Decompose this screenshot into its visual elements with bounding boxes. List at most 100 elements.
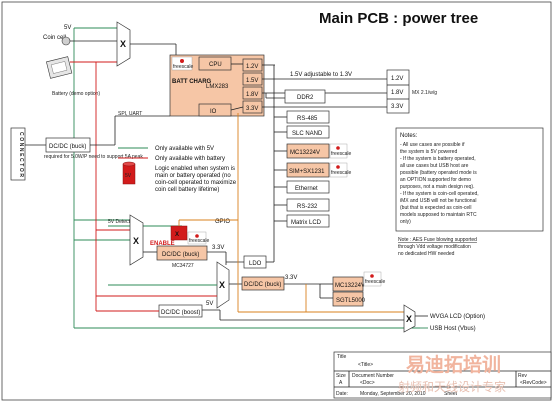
mc13224-top-label: MC13224V [290,150,320,156]
notes-heading: Notes: [400,133,418,139]
rail-1v8-label: 1.8V [246,92,258,98]
title-block-doc-value: <Doc> [360,380,375,386]
battery-label: Battery (demo option) [52,91,100,97]
ethernet-label: Ethernet [295,186,318,192]
enable-label: ENABLE [150,241,175,247]
mux-low-symbol: X [219,280,225,290]
title-block-title-value: <Title> [358,362,373,368]
ldo-label: LDO [249,261,262,267]
notes-line-2: the system is 5V powered [400,149,457,155]
dcdc-buck-connector-label: DC/DC (buck) [49,144,86,150]
buck-low-voltage: 3.3V [285,275,297,281]
source-mux-mid [129,214,144,266]
sim-sx1231-label: SIM+SX1231 [289,169,325,175]
note2-line-2: through Vdd voltage modification [398,244,471,250]
slc-nand-label: SLC NAND [292,131,323,137]
enable-ic-label: MC34727 [172,263,194,269]
mx-block [386,69,410,114]
mux-wvga-symbol: X [406,314,412,324]
ddr2-label: DDR2 [297,95,314,101]
dcdc-buck-low [241,276,285,291]
pmic-cpu-label: CPU [209,62,222,68]
rs485-label: RS-485 [297,116,318,122]
legend-green-text: Only available with 5V [155,146,214,152]
sim-sx1231-block [286,162,330,178]
title-block-size-label: Size [336,373,346,379]
matrix-lcd-label: Matrix LCD [291,220,322,226]
mc13224-low-label: MC13224V [335,283,365,289]
note2-line-1: Note : AES Fuse blowing supported [398,237,477,243]
ddr2-block [284,89,326,104]
coin-cell-label: Coin cell [43,35,66,41]
battery-cylinder-text: 5V [125,173,132,179]
legend-orange-text-line: coin cell battery lifetime) [155,187,219,193]
sgtl5000-block [332,291,364,307]
notes-line-4: all use cases but USB host are [400,163,469,169]
peripheral-list: RS-485 SLC NAND MC13224V freescale SIM+S… [274,110,352,228]
sim-sx1231-badge [329,162,348,178]
pmic-io-label: IO [210,109,217,115]
title-block-frame [333,351,552,399]
mc13224-top-brand: freescale [331,151,352,157]
title-block-doc-label: Document Number [352,373,394,379]
pmic-name: LMX283 [206,84,229,90]
gpio-label: GPIO [215,219,230,225]
legend-orange-text-line: coin-cell operated to maximize [155,180,237,186]
note2-line-3: no dedicated HW needed [398,251,455,257]
sgtl5000-label: SGTL5000 [336,298,366,304]
title-block-rev-label: Rev [518,373,527,379]
batt-charg-label: BATT CHARG [172,79,212,85]
notes-line-1: - All use cases are possible if [400,142,465,148]
watermark-line-1: 易迪拓培训 [406,353,501,376]
rs232-block [286,198,330,212]
title-block-sheet-label: Sheet [444,391,458,397]
battery-icon [46,56,73,79]
enable-flag-mark: X [175,232,179,238]
pmic-brand-badge [171,56,193,71]
connector-note: required for 5.0W/P need to support 5A p… [44,154,143,160]
notes-line-9: iMX and USB will not be functional [400,198,476,204]
connector-label: CONNECTOR [18,132,24,179]
page-title: Main PCB : power tree [319,10,478,27]
enable-brand-text: freescale [189,238,210,244]
source-mux-wvga [403,304,416,333]
dcdc-buck-mid-label: DC/DC (buck) [162,252,199,258]
notes-line-10: (but that is expected as coin-cell [400,205,471,211]
legend-orange-text-line: main or battery operated (no [155,173,231,179]
matrix-lcd-block [286,214,330,228]
mx-label: MX 2.1/w/g [412,90,437,96]
mx-rail-1: 1.2V [391,76,403,82]
dcdc-buck-mid [156,245,208,261]
notes-line-7: purposes, not a main design req). [400,184,475,190]
dcdc-buck-low-label: DC/DC (buck) [244,282,281,288]
rs232-label: RS-232 [297,204,318,210]
dcdc-boost-label: DC/DC (boost) [161,310,200,316]
boost-in-voltage: 5V [206,301,213,307]
buck-mid-voltage: 3.3V [212,245,224,251]
usb-host-label: USB Host (Vbus) [430,326,476,332]
source-5v-label: 5V [64,25,71,31]
notes-box [395,127,544,232]
notes-line-5: possible (battery operated mode is [400,170,477,176]
mx-rail-3: 3.3V [391,104,403,110]
watermark-line-2: 射频和天线设计专家 [398,379,506,394]
pmic-brand-text: freescale [173,64,194,70]
mux-top-symbol: X [120,39,126,49]
legend: Only available with 5V Only available wi… [118,146,237,193]
rail-adjust-note: 1.5V adjustable to 1.3V [290,72,352,78]
pmic-rails: 1.2V 1.5V 1.8V 3.3V [242,58,263,114]
wvga-label: WVGA LCD (Option) [430,314,485,320]
mc13224-top-block [286,143,330,159]
mx-rail-2: 1.8V [391,90,403,96]
notes-line-11: models supposed to maintain RTC [400,212,477,218]
battery-cylinder-icon: 5V [122,161,136,185]
legend-orange-text: Logic enabled when system is [155,166,235,172]
source-mux-low [216,261,230,309]
rs485-block [286,110,330,124]
title-block-size-value: A [339,380,343,386]
notes-line-3: - If the system is battery operated, [400,156,476,162]
notes-line-12: only) [400,219,411,225]
